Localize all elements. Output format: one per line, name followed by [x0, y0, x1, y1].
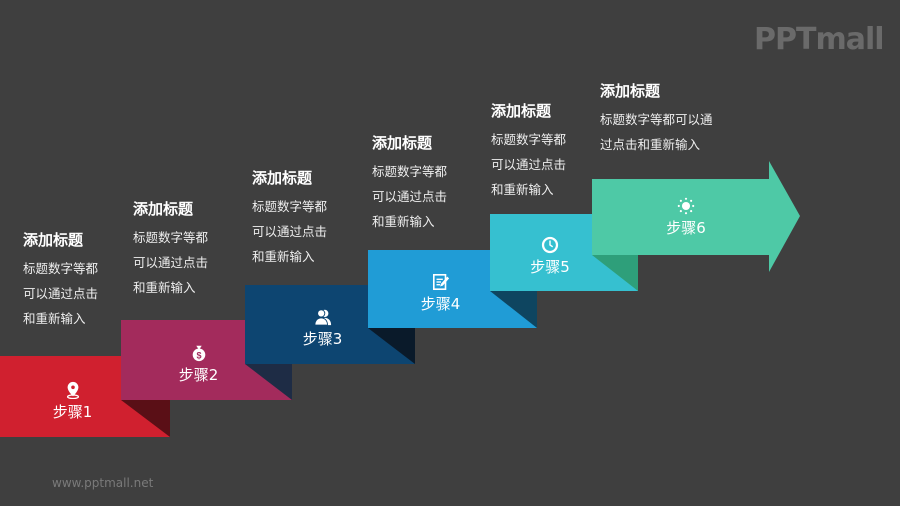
step-4-label: 步骤4 — [420, 295, 461, 313]
money-bag-icon: $ — [192, 345, 205, 362]
clock-icon — [541, 236, 559, 254]
brand-url: www.pptmall.net — [52, 476, 154, 490]
step-6-body-line-2: 过点击和重新输入 — [600, 137, 701, 152]
step-3-fold — [368, 328, 415, 364]
step-2: $ 步骤2 — [121, 334, 276, 394]
step-4-body-line-2: 可以通过点击 — [372, 189, 448, 204]
map-pin-icon — [66, 381, 79, 399]
step-6-text: 添加标题 标题数字等都可以通 过点击和重新输入 — [600, 81, 713, 157]
step-2-label: 步骤2 — [178, 366, 219, 384]
step-2-fold — [245, 364, 292, 400]
step-1-text: 添加标题 标题数字等都 可以通过点击 和重新输入 — [23, 230, 98, 331]
step-3-body-line-3: 和重新输入 — [252, 249, 315, 264]
step-5-body-line-1: 标题数字等都 — [491, 132, 567, 147]
step-6: 步骤6 — [592, 187, 780, 247]
step-3-body-line-2: 可以通过点击 — [252, 224, 328, 239]
step-4-body-line-3: 和重新输入 — [372, 214, 435, 229]
step-3-body-line-1: 标题数字等都 — [252, 199, 328, 214]
step-4-body-line-1: 标题数字等都 — [372, 164, 448, 179]
step-1-body-line-1: 标题数字等都 — [23, 261, 99, 276]
step-5-text: 添加标题 标题数字等都 可以通过点击 和重新输入 — [491, 101, 566, 202]
svg-text:$: $ — [196, 350, 201, 360]
step-2-body-line-3: 和重新输入 — [133, 280, 196, 295]
step-5-body-line-2: 可以通过点击 — [491, 157, 567, 172]
step-6-body-line-1: 标题数字等都可以通 — [600, 112, 713, 127]
step-2-body-line-1: 标题数字等都 — [133, 230, 209, 245]
step-4-text: 添加标题 标题数字等都 可以通过点击 和重新输入 — [372, 133, 447, 234]
step-5-body-line-3: 和重新输入 — [491, 182, 554, 197]
step-1-title: 添加标题 — [23, 231, 84, 249]
step-5-fold — [592, 255, 638, 291]
step-3-label: 步骤3 — [302, 330, 343, 348]
step-4-fold — [490, 291, 537, 328]
step-2-title: 添加标题 — [133, 200, 194, 218]
step-4-title: 添加标题 — [372, 134, 433, 152]
step-6-arrow-shape — [592, 161, 800, 272]
step-4: 步骤4 — [368, 263, 513, 323]
step-2-text: 添加标题 标题数字等都 可以通过点击 和重新输入 — [133, 199, 208, 300]
step-6-title: 添加标题 — [600, 82, 661, 100]
edit-document-icon — [432, 273, 449, 291]
step-1-body-line-3: 和重新输入 — [23, 311, 86, 326]
step-3-text: 添加标题 标题数字等都 可以通过点击 和重新输入 — [252, 168, 327, 269]
step-2-body-line-2: 可以通过点击 — [133, 255, 209, 270]
step-5-title: 添加标题 — [491, 102, 552, 120]
step-3: 步骤3 — [245, 298, 400, 358]
brand-logo: PPTmall — [754, 22, 885, 57]
users-icon — [313, 309, 331, 326]
step-3-title: 添加标题 — [252, 169, 313, 187]
step-1-body-line-2: 可以通过点击 — [23, 286, 99, 301]
sun-icon — [677, 197, 695, 215]
step-1-fold — [121, 400, 170, 437]
step-1: 步骤1 — [0, 370, 145, 432]
step-1-label: 步骤1 — [52, 403, 93, 421]
step-6-label: 步骤6 — [666, 219, 706, 237]
step-5-label: 步骤5 — [530, 258, 570, 276]
step-5: 步骤5 — [490, 226, 610, 286]
